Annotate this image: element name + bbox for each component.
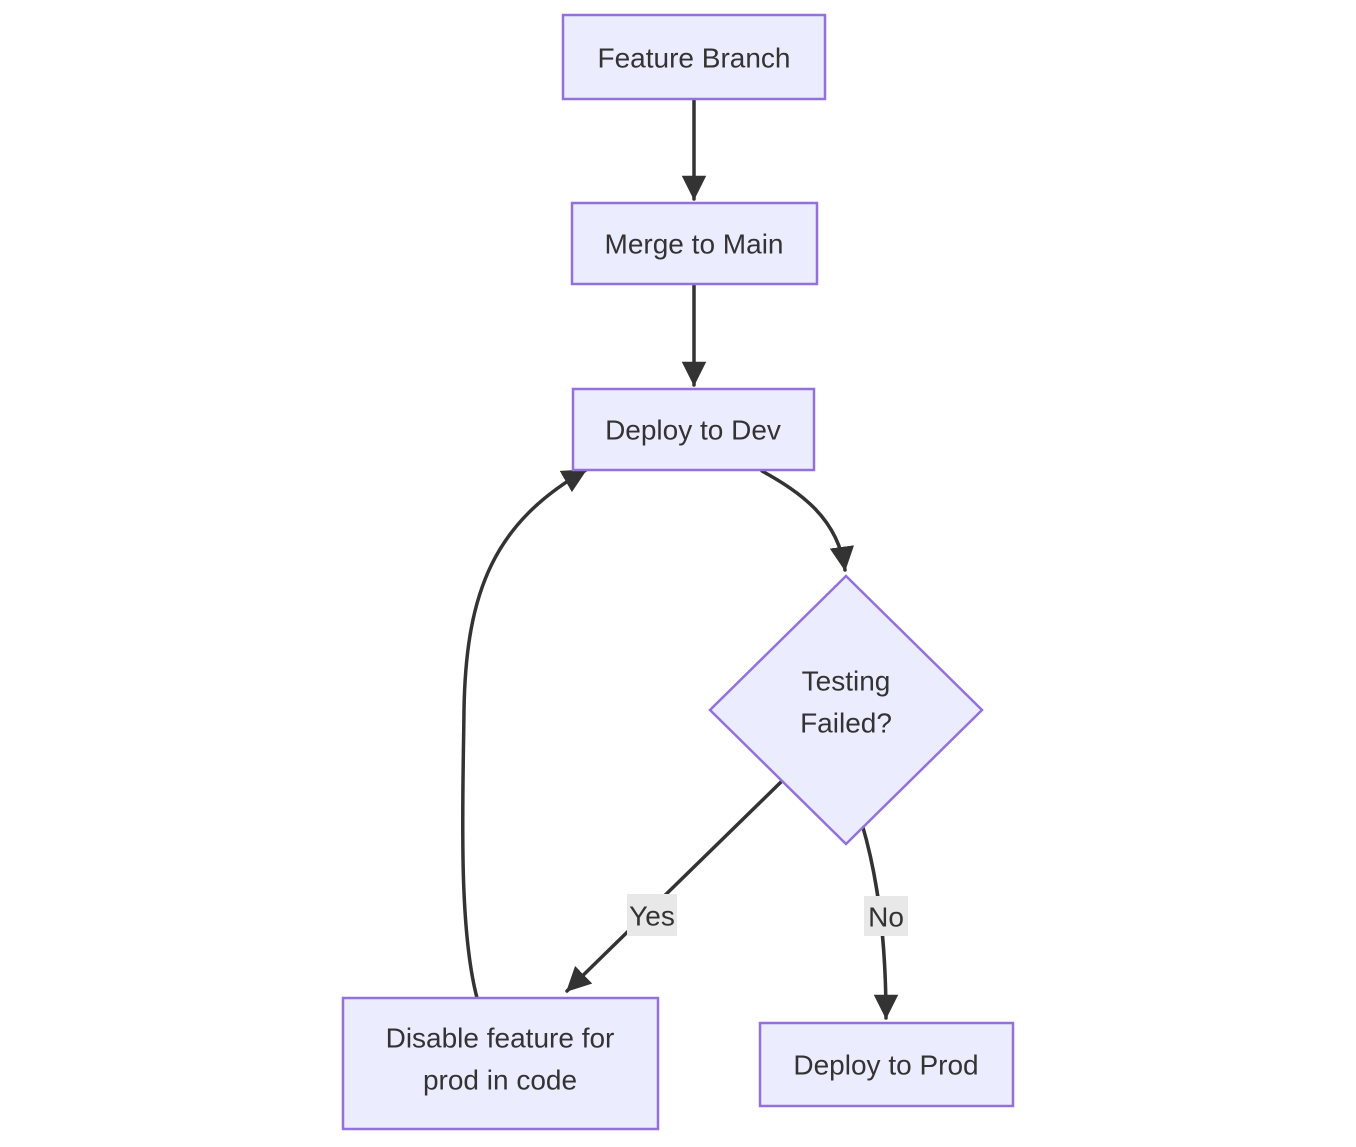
- node-deploy-to-dev-shape: [571, 387, 816, 472]
- edge-disable-to-dev-loopback: [460, 468, 588, 1000]
- edge-label-no-bg: [864, 896, 908, 936]
- node-merge-to-main: Merge to Main: [570, 201, 819, 286]
- node-deploy-to-prod-label: Deploy to Prod: [793, 1050, 978, 1081]
- node-disable-feature-shape: [341, 996, 660, 1131]
- node-disable-feature: Disable feature for prod in code: [341, 996, 660, 1131]
- node-deploy-to-dev: Deploy to Dev: [571, 387, 816, 472]
- edge-label-yes-bg: [627, 894, 677, 936]
- node-feature-branch-label: Feature Branch: [598, 43, 791, 74]
- node-testing-failed-label-line1: Testing: [802, 666, 891, 697]
- edge-testing-to-disable-yes: [565, 780, 783, 993]
- edge-dev-to-testing: [760, 469, 855, 572]
- node-disable-feature-label-line2: prod in code: [423, 1065, 577, 1096]
- node-testing-failed: Testing Failed?: [708, 574, 984, 846]
- node-feature-branch: Feature Branch: [561, 13, 827, 101]
- edge-label-no: No: [864, 896, 908, 936]
- node-deploy-to-dev-label: Deploy to Dev: [605, 415, 781, 446]
- edge-label-yes: Yes: [627, 894, 677, 936]
- node-testing-failed-shape: [708, 574, 984, 846]
- node-testing-failed-label-line2: Failed?: [800, 708, 892, 739]
- node-feature-branch-shape: [561, 13, 827, 101]
- node-merge-to-main-shape: [570, 201, 819, 286]
- node-deploy-to-prod: Deploy to Prod: [758, 1021, 1015, 1108]
- edge-label-no-text: No: [868, 902, 904, 933]
- node-deploy-to-prod-shape: [758, 1021, 1015, 1108]
- node-disable-feature-label-line1: Disable feature for: [386, 1023, 615, 1054]
- edge-label-yes-text: Yes: [629, 901, 675, 932]
- node-merge-to-main-label: Merge to Main: [605, 229, 784, 260]
